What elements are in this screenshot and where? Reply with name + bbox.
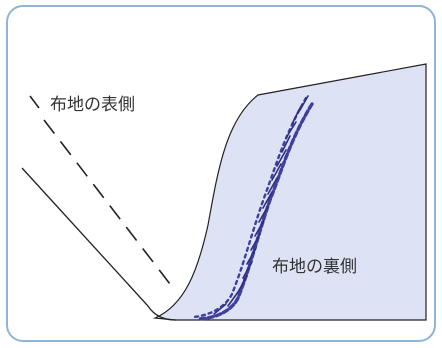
front-indicator-icon	[29, 95, 40, 109]
fabric-back-panel	[152, 63, 427, 321]
stitch-thread-inner	[192, 96, 308, 319]
stitch-cross-ticks	[213, 95, 309, 315]
label-back-side: 布地の裏側	[272, 256, 357, 277]
fold-dashed-line	[43, 119, 171, 285]
fabric-front-edge	[21, 167, 177, 321]
label-front-side: 布地の表側	[50, 95, 135, 115]
overlock-stitch	[192, 95, 314, 321]
